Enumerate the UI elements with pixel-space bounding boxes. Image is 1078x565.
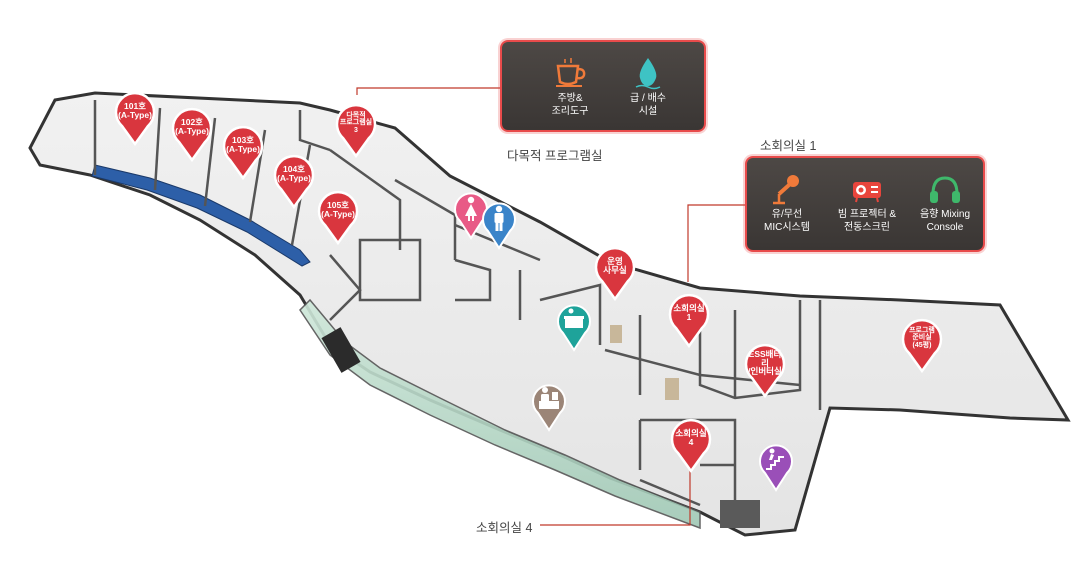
room-pin-102[interactable]: 102호(A-Type) bbox=[170, 104, 214, 162]
room-pin-label: 105호(A-Type) bbox=[320, 193, 356, 227]
room-pin-line: /인버터실 bbox=[748, 366, 782, 377]
room-pin-label: 102호(A-Type) bbox=[174, 110, 210, 144]
room-pin-101[interactable]: 101호(A-Type) bbox=[113, 88, 157, 146]
headphones-icon bbox=[930, 176, 960, 203]
information-pin[interactable] bbox=[530, 380, 568, 432]
room-pin-ess[interactable]: ESS배터리/인버터실 bbox=[743, 340, 787, 398]
room-pin-line: (A-Type) bbox=[226, 144, 260, 154]
room-pin-line: 프로그램실 bbox=[339, 119, 373, 127]
room-pin-line: 프로그램 bbox=[909, 326, 935, 334]
room-pin-line: (45평) bbox=[912, 341, 932, 349]
stairs-person-icon bbox=[766, 448, 784, 470]
projector-icon bbox=[853, 182, 881, 203]
room-pin-line: 3 bbox=[354, 126, 358, 134]
men-restroom-pin[interactable] bbox=[480, 198, 518, 250]
desk-icon bbox=[564, 308, 584, 328]
room-pin-line: 소회의실 bbox=[675, 428, 707, 439]
room-pin-line: 사무실 bbox=[603, 265, 627, 275]
room-pin-line: (A-Type) bbox=[277, 173, 311, 183]
reception-pin[interactable] bbox=[555, 300, 593, 352]
person-desk-icon bbox=[539, 387, 559, 409]
room-pin-line: 운영 bbox=[607, 256, 623, 267]
room-pin-line: (A-Type) bbox=[118, 110, 152, 120]
room-pin-line: 105호 bbox=[326, 200, 349, 211]
room-pin-label: 101호(A-Type) bbox=[117, 94, 153, 128]
window-strip bbox=[91, 164, 311, 267]
feature-label: 유/무선 MIC시스템 bbox=[764, 209, 810, 233]
room-pin-line: 소회의실 bbox=[673, 303, 705, 314]
room-pin-label: 104호(A-Type) bbox=[276, 157, 312, 191]
room-pin-line: 101호 bbox=[123, 101, 146, 112]
room-pin-line: 103호 bbox=[231, 135, 254, 146]
room-pin-103[interactable]: 103호(A-Type) bbox=[221, 122, 265, 180]
male-icon bbox=[494, 205, 504, 231]
room-pin-label: 103호(A-Type) bbox=[225, 128, 261, 162]
feature-label: 급 / 배수 시설 bbox=[630, 93, 666, 117]
feature-microphone: 유/무선 MIC시스템 bbox=[747, 172, 827, 234]
room-pin-line: 1 bbox=[686, 312, 692, 322]
room-pin-line: 104호 bbox=[282, 164, 305, 175]
room-pin-line: 다목적 bbox=[346, 111, 366, 119]
room-pin-line: (A-Type) bbox=[175, 126, 209, 136]
coffee-cup-icon bbox=[556, 58, 586, 87]
room-pin-line: ESS배터리 bbox=[748, 348, 782, 368]
program-panel-caption: 다목적 프로그램실 bbox=[507, 149, 603, 163]
water-drop-icon bbox=[635, 58, 661, 90]
program-feature-panel: 주방& 조리도구 급 / 배수 시설 bbox=[500, 40, 706, 132]
feature-kitchen: 주방& 조리도구 bbox=[530, 56, 610, 118]
feature-label: 빔 프로젝터 & 전동스크린 bbox=[837, 209, 897, 233]
room-pin-105[interactable]: 105호(A-Type) bbox=[316, 187, 360, 245]
room-pin-line: 준비실 bbox=[912, 334, 932, 342]
room-pin-line: 102호 bbox=[180, 117, 203, 128]
meeting1-panel-caption: 소회의실 1 bbox=[760, 139, 817, 153]
stairs-pin[interactable] bbox=[757, 440, 795, 492]
feature-projector: 빔 프로젝터 & 전동스크린 bbox=[827, 172, 907, 234]
feature-headphones: 음향 Mixing Console bbox=[905, 172, 985, 234]
dark-walls bbox=[321, 325, 760, 528]
building-outline bbox=[28, 91, 1071, 537]
room-pin-line: (A-Type) bbox=[321, 209, 355, 219]
room-pin-label: ESS배터리/인버터실 bbox=[747, 346, 783, 380]
microphone-icon bbox=[773, 175, 799, 205]
meeting4-callout-caption: 소회의실 4 bbox=[476, 521, 533, 535]
feature-label: 주방& 조리도구 bbox=[551, 93, 589, 117]
feature-label: 음향 Mixing Console bbox=[919, 209, 971, 233]
feature-water: 급 / 배수 시설 bbox=[608, 56, 688, 118]
meeting1-feature-panel: 유/무선 MIC시스템 빔 프로젝터 & 전동스크린 음향 Mixing Con… bbox=[745, 156, 985, 252]
female-icon bbox=[465, 196, 477, 221]
room-pin-line: 4 bbox=[688, 437, 694, 447]
room-pin-104[interactable]: 104호(A-Type) bbox=[272, 151, 316, 209]
